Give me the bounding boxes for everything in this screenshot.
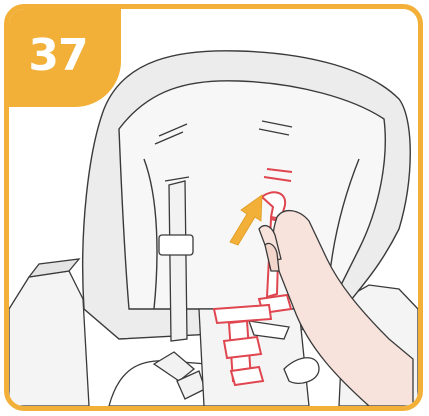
step-number: 37 xyxy=(28,30,87,81)
step-badge: 37 xyxy=(9,9,121,107)
instruction-frame: 37 xyxy=(4,4,423,411)
